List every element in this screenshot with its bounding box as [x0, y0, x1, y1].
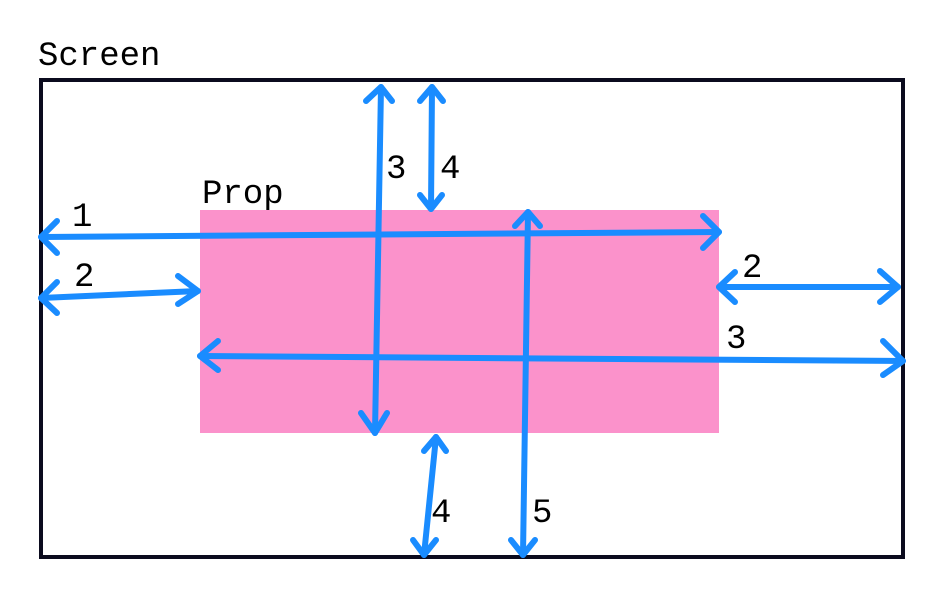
arrow-4-bottom [410, 434, 449, 558]
arrow-4-top-label: 4 [440, 151, 460, 189]
arrow-2-left-label: 2 [74, 259, 94, 297]
arrow-3-horizontal-label: 3 [726, 321, 746, 359]
arrow-3-horizontal [197, 338, 906, 378]
arrow-3-vertical [358, 84, 395, 436]
arrow-2-left [38, 273, 201, 316]
screen-label: Screen [38, 38, 160, 76]
arrow-4-bottom-label: 4 [431, 495, 451, 533]
arrow-2-right [716, 268, 901, 305]
arrow-2-right-label: 2 [742, 250, 762, 288]
arrow-5-label: 5 [532, 495, 552, 533]
arrow-3-vertical-label: 3 [386, 151, 406, 189]
arrow-4-top [417, 84, 446, 212]
arrows-group [38, 84, 906, 558]
prop-box [200, 210, 719, 433]
arrow-1-label: 1 [72, 199, 92, 237]
prop-label: Prop [202, 176, 284, 214]
screen-box [39, 78, 905, 559]
arrow-5-vertical [508, 209, 543, 558]
